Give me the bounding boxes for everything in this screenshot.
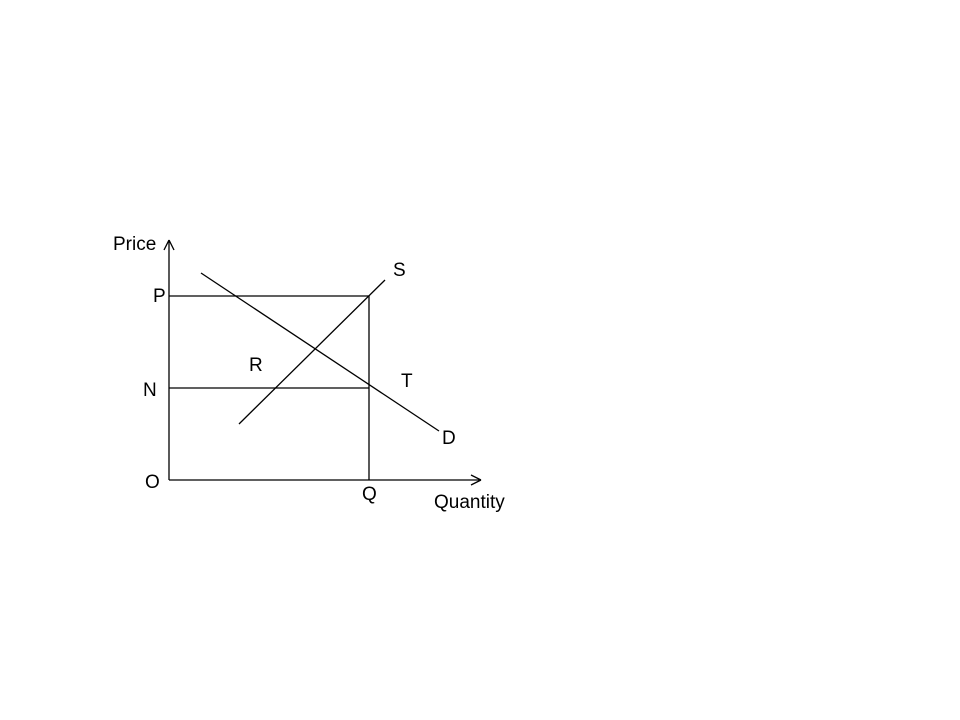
demand-label: D (442, 428, 456, 449)
region-r-label: R (249, 355, 263, 376)
quantity-q-label: Q (362, 484, 377, 505)
y-axis-arrowhead-left (163, 239, 170, 251)
x-axis-label: Quantity (434, 492, 505, 513)
y-axis-arrowhead-right (168, 239, 175, 251)
origin-label: O (145, 472, 160, 493)
price-p-label: P (153, 286, 166, 307)
region-t-label: T (401, 371, 413, 392)
supply-curve (238, 279, 386, 425)
x-axis-arrowhead-bottom (470, 479, 482, 486)
price-n-label: N (143, 380, 157, 401)
supply-label: S (393, 260, 406, 281)
y-axis-label: Price (113, 234, 156, 255)
demand-curve (200, 272, 440, 432)
x-axis-arrowhead-top (470, 474, 482, 481)
